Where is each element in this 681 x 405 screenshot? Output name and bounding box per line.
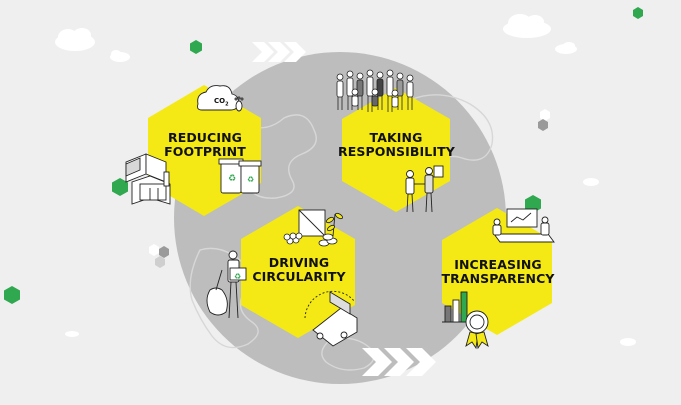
cloud-icon <box>55 28 95 51</box>
factory-solar-icon <box>125 153 171 205</box>
award-badge-icon <box>465 310 489 350</box>
label-line: CIRCULARITY <box>252 269 346 284</box>
co2-label: CO2 <box>214 97 229 108</box>
cloud-icon <box>110 50 130 62</box>
recycle-box-person-icon: ♻ <box>206 250 247 319</box>
svg-text:♻: ♻ <box>234 272 241 281</box>
chevron-arrows-icon <box>362 348 436 376</box>
cloud-icon <box>620 338 636 346</box>
svg-text:♻: ♻ <box>228 174 236 184</box>
cloud-icon <box>583 178 599 186</box>
label-line: TRANSPARENCY <box>441 271 555 286</box>
label-line: FOOTPRINT <box>164 144 246 159</box>
meeting-desk-icon <box>492 208 555 243</box>
label-line: REDUCING <box>167 130 243 145</box>
label-line: RESPONSIBILITY <box>338 144 455 159</box>
hexagon-taking-responsibility <box>342 88 450 212</box>
pellets-icon <box>283 232 338 247</box>
cloud-icon <box>555 42 577 54</box>
label-line: DRIVING <box>268 255 330 270</box>
label-line: INCREASING <box>454 257 542 272</box>
green-hexagon-icon <box>4 7 643 304</box>
label-reducing-footprint: REDUCING FOOTPRINT <box>150 131 260 159</box>
recycling-bins-icon: ♻ ♻ <box>218 158 262 194</box>
chevron-arrows-icon <box>252 42 306 62</box>
label-taking-responsibility: TAKING RESPONSIBILITY <box>338 130 455 159</box>
svg-text:♻: ♻ <box>247 175 254 184</box>
solar-panel-icon <box>298 209 326 237</box>
label-increasing-transparency: INCREASING TRANSPARENCY <box>440 258 556 286</box>
handshake-icon <box>405 165 444 213</box>
label-driving-circularity: DRIVING CIRCULARITY <box>244 256 354 284</box>
label-line: TAKING <box>369 130 423 145</box>
tree-sprout-icon <box>325 212 344 237</box>
co2-footprint-icon <box>197 85 244 112</box>
cleaning-robot-icon <box>304 290 358 347</box>
cloud-icon <box>503 14 551 38</box>
grey-hexagon-cluster-icon <box>149 109 550 268</box>
cloud-icon <box>65 331 79 337</box>
team-people-icon <box>336 69 414 112</box>
